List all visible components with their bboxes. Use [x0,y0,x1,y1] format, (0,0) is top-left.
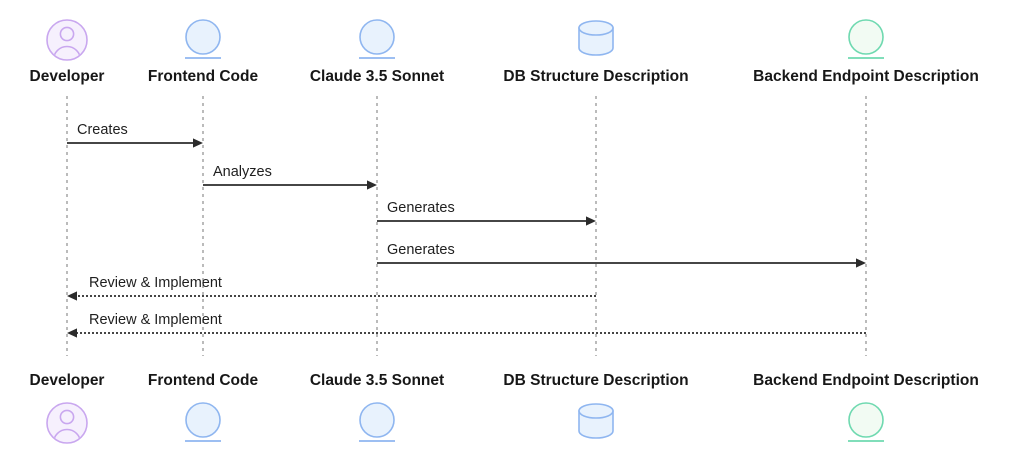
actor-icon-claude-35-sonnet-bottom [359,402,395,442]
lifelines-layer [66,96,867,356]
actor-icon-backend-endpoint-description-bottom [848,402,884,442]
participant-label-claude-35-sonnet-bottom: Claude 3.5 Sonnet [310,372,444,389]
database-cylinder-icon [578,403,614,419]
boundary-circle-icon [848,19,884,55]
actor-icon-db-structure-description-bottom [578,403,614,439]
top-actors-layer: Developer Frontend Code Claude 3.5 Sonnet D… [30,19,979,85]
message-arrowhead-msg-generates-backend [856,258,866,268]
message-msg-review-implement-backend: Review & Implement [67,312,866,338]
participant-label-frontend-code-top: Frontend Code [148,68,259,85]
messages-layer: CreatesAnalyzesGeneratesGeneratesReview … [67,122,866,338]
message-msg-generates-backend: Generates [377,242,866,268]
participant-label-claude-35-sonnet-top: Claude 3.5 Sonnet [310,68,444,85]
message-msg-review-implement-db: Review & Implement [67,275,596,301]
message-label-msg-review-implement-db: Review & Implement [89,275,222,291]
actor-icon-frontend-code-bottom [185,402,221,442]
person-head-icon [59,26,75,42]
message-label-msg-analyzes: Analyzes [213,164,272,180]
participant-label-db-structure-description-top: DB Structure Description [503,68,688,85]
boundary-circle-icon [848,402,884,438]
message-arrowhead-msg-analyzes [367,180,377,190]
actor-icon-backend-endpoint-description-top [848,19,884,59]
message-arrowhead-msg-creates [193,138,203,148]
participant-label-backend-endpoint-description-top: Backend Endpoint Description [753,68,979,85]
message-msg-analyzes: Analyzes [203,164,377,190]
message-arrowhead-msg-generates-db [586,216,596,226]
participant-label-developer-bottom: Developer [30,372,105,389]
actor-icon-developer-top [46,19,88,61]
boundary-circle-icon [185,402,221,438]
message-label-msg-generates-db: Generates [387,200,455,216]
boundary-circle-icon [359,19,395,55]
message-msg-creates: Creates [67,122,203,148]
person-head-icon [59,409,75,425]
message-label-msg-creates: Creates [77,122,128,138]
actor-icon-db-structure-description-top [578,20,614,56]
bottom-actors-layer: Developer Frontend Code Claude 3.5 Sonnet D… [30,372,979,444]
message-arrowhead-msg-review-implement-db [67,291,77,301]
message-msg-generates-db: Generates [377,200,596,226]
participant-label-frontend-code-bottom: Frontend Code [148,372,259,389]
boundary-circle-icon [359,402,395,438]
message-arrowhead-msg-review-implement-backend [67,328,77,338]
message-label-msg-generates-backend: Generates [387,242,455,258]
actor-icon-frontend-code-top [185,19,221,59]
actor-icon-claude-35-sonnet-top [359,19,395,59]
message-label-msg-review-implement-backend: Review & Implement [89,312,222,328]
participant-label-backend-endpoint-description-bottom: Backend Endpoint Description [753,372,979,389]
boundary-circle-icon [185,19,221,55]
actor-icon-developer-bottom [46,402,88,444]
participant-label-developer-top: Developer [30,68,105,85]
participant-label-db-structure-description-bottom: DB Structure Description [503,372,688,389]
database-cylinder-icon [578,20,614,36]
